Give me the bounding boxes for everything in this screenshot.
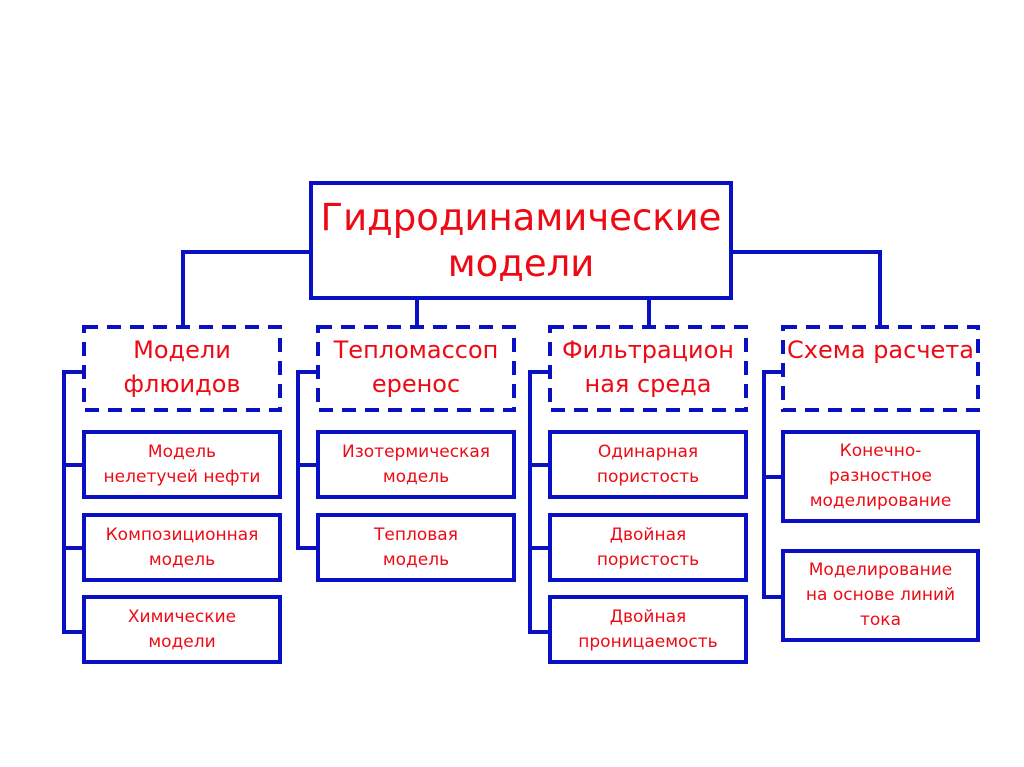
leaf-single-porosity: Одинарная пористость — [550, 432, 746, 497]
leaf-box-border — [548, 513, 748, 582]
leaf-finite-difference-modeling: Конечно- разностное моделирование — [783, 432, 978, 521]
root-line: Гидродинамические — [320, 195, 722, 239]
leaf-box-border — [316, 430, 516, 499]
leaf-box-border — [548, 595, 748, 664]
category-line: Схема расчета — [787, 336, 974, 364]
leaf-line: Изотермическая — [342, 441, 490, 462]
category-box-border — [548, 325, 748, 412]
leaf-black-oil-model: Модель нелетучей нефти — [84, 432, 280, 497]
root-line: модели — [447, 241, 595, 285]
leaf-line: Двойная — [609, 524, 687, 545]
leaf-box-border — [316, 513, 516, 582]
leaf-line: пористость — [596, 466, 700, 487]
category-line: ная среда — [584, 370, 712, 398]
leaf-line: проницаемость — [578, 631, 718, 652]
leaf-line: Конечно- — [839, 441, 922, 461]
rail-heat — [296, 370, 318, 550]
leaf-line: пористость — [596, 549, 700, 570]
leaf-box-border — [82, 513, 282, 582]
rail-fluids — [62, 370, 84, 634]
leaf-line: на основе линий — [805, 585, 956, 605]
leaf-streamline-modeling: Моделирование на основе линий тока — [783, 551, 978, 640]
leaf-line: модели — [148, 631, 216, 652]
leaf-compositional-model: Композиционная модель — [84, 515, 280, 580]
rail-calc-scheme — [762, 370, 783, 599]
connector-root-to-fluids — [181, 250, 311, 327]
leaf-line: нелетучей нефти — [103, 466, 261, 487]
leaf-box-border — [548, 430, 748, 499]
leaf-thermal-model: Тепловая модель — [318, 515, 514, 580]
leaf-line: разностное — [829, 466, 932, 486]
leaf-line: моделирование — [809, 491, 952, 511]
category-heat-mass-transfer: Тепломассоп еренос — [318, 327, 514, 410]
category-box-border — [781, 325, 980, 412]
category-box-border — [82, 325, 282, 412]
leaf-line: Композиционная — [105, 524, 259, 545]
root-box-border — [309, 181, 733, 300]
rail-filtration — [528, 370, 550, 634]
leaf-line: Модель — [147, 441, 217, 462]
leaf-dual-porosity: Двойная пористость — [550, 515, 746, 580]
category-box-border — [316, 325, 516, 412]
category-filtration-medium: Фильтрацион ная среда — [550, 327, 746, 410]
leaf-line: Одинарная — [597, 441, 699, 462]
category-line: флюидов — [123, 370, 241, 398]
leaf-chemical-models: Химические модели — [84, 597, 280, 662]
category-line: Модели — [133, 336, 231, 364]
leaf-box-border — [781, 549, 980, 642]
category-line: еренос — [371, 370, 461, 398]
category-fluid-models: Модели флюидов — [84, 327, 280, 410]
leaf-isothermal-model: Изотермическая модель — [318, 432, 514, 497]
leaf-line: модель — [382, 466, 450, 487]
connector-root-to-calc-scheme — [731, 250, 882, 327]
leaf-line: тока — [860, 610, 901, 630]
category-line: Фильтрацион — [562, 336, 734, 364]
leaf-line: Тепловая — [374, 524, 458, 545]
leaf-box-border — [82, 430, 282, 499]
leaf-box-border — [82, 595, 282, 664]
leaf-line: Химические — [127, 606, 237, 627]
leaf-line: Моделирование — [808, 560, 953, 580]
leaf-line: Двойная — [609, 606, 687, 627]
leaf-dual-permeability: Двойная проницаемость — [550, 597, 746, 662]
category-line: Тепломассоп — [333, 336, 499, 364]
category-calculation-scheme: Схема расчета — [783, 327, 978, 410]
leaf-line: модель — [148, 549, 216, 570]
leaf-box-border — [781, 430, 980, 523]
leaf-line: модель — [382, 549, 450, 570]
root-node-hydrodynamic-models: Гидродинамические модели — [311, 183, 731, 298]
